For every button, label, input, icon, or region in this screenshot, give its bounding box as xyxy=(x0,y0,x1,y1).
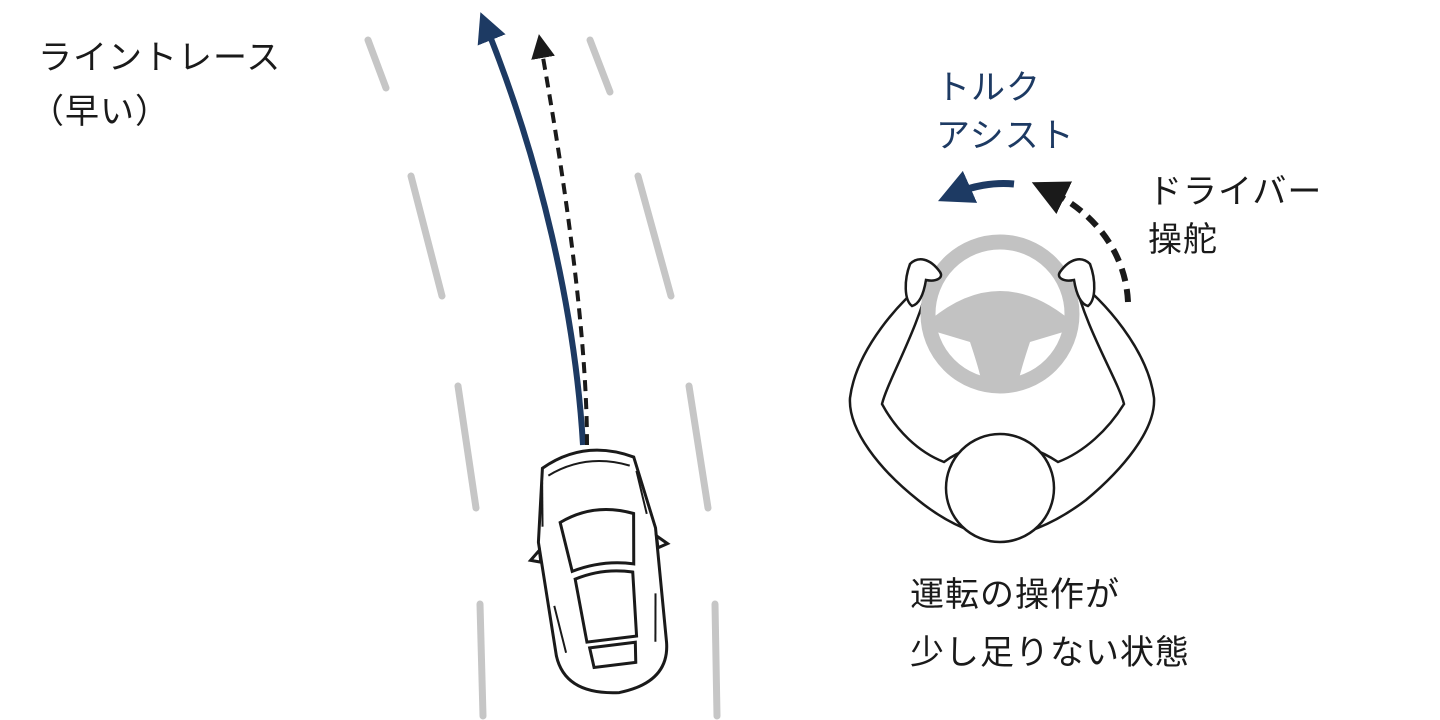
driver-steering-line-2: 操舵 xyxy=(1148,220,1218,260)
state-label: 運転の操作が 少し足りない状態 xyxy=(910,566,1190,682)
torque-assist-label: トルク アシスト xyxy=(936,64,1075,160)
driver-steering-label: ドライバー 操舵 xyxy=(1148,168,1322,264)
assist-trajectory xyxy=(477,12,586,446)
lane-lines xyxy=(364,36,721,720)
torque-assist-line-2: アシスト xyxy=(936,116,1075,156)
title-label: ライントレース xyxy=(38,38,282,78)
driver-steering-line-1: ドライバー xyxy=(1148,172,1323,212)
torque-assist-line-1: トルク xyxy=(936,68,1041,108)
driver-hands xyxy=(904,258,1096,308)
driver-steering-arrow xyxy=(1031,181,1131,303)
driver-top-view-icon xyxy=(848,274,1156,544)
car-top-view-icon xyxy=(527,448,671,695)
subtitle-label: （早い） xyxy=(30,92,170,132)
state-line-2: 少し足りない状態 xyxy=(910,633,1190,673)
torque-assist-arrow xyxy=(938,170,1015,203)
state-line-1: 運転の操作が xyxy=(910,575,1120,615)
steering-wheel-icon xyxy=(920,234,1080,394)
driver-trajectory xyxy=(531,34,589,446)
